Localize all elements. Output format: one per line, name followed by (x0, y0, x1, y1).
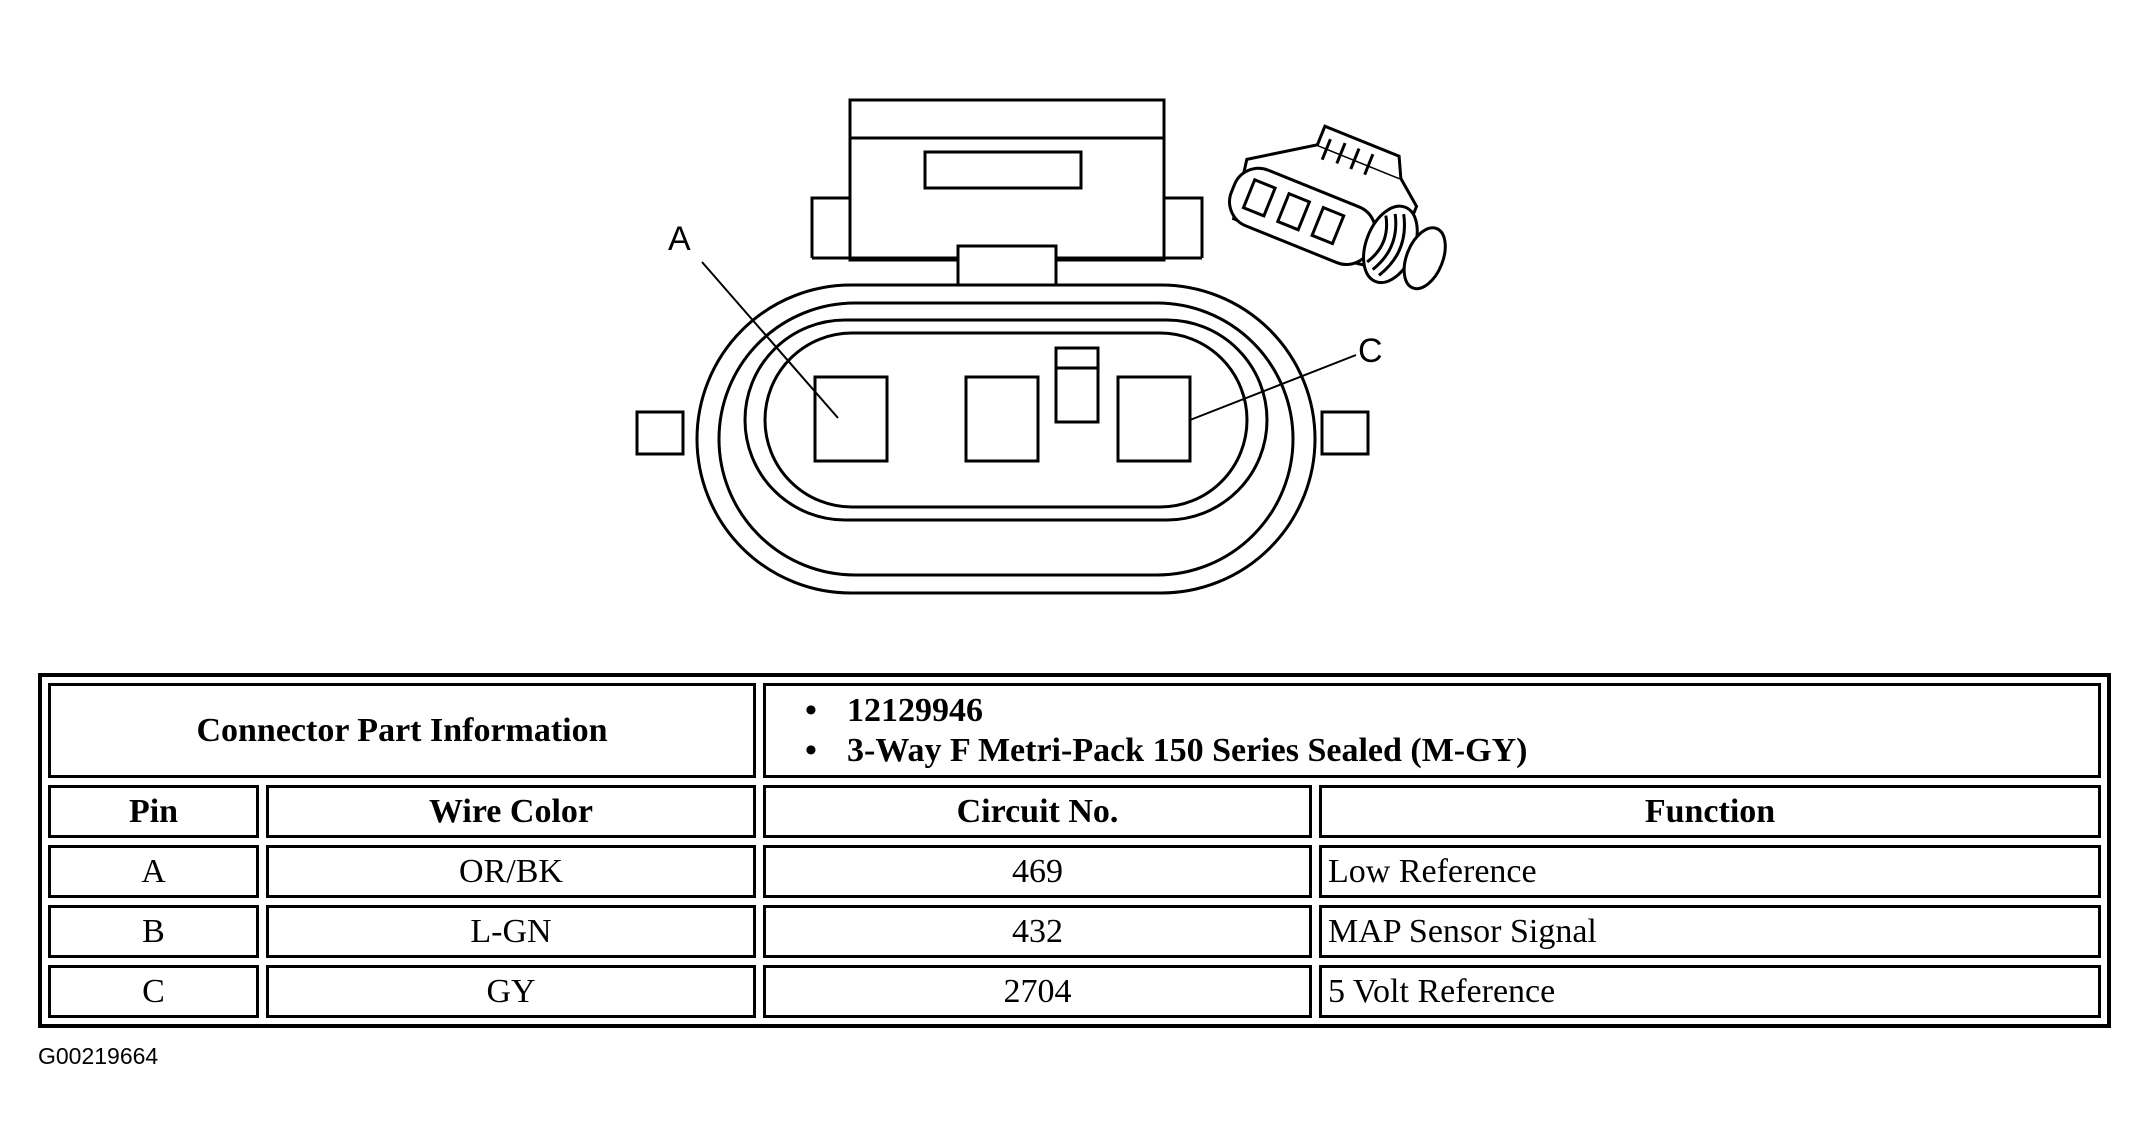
table-row: B L-GN 432 MAP Sensor Signal (48, 905, 2101, 958)
cell-pin: A (48, 845, 259, 898)
cell-pin: B (48, 905, 259, 958)
cell-pin: C (48, 965, 259, 1018)
cell-function: MAP Sensor Signal (1319, 905, 2101, 958)
connector-diagram: A C (635, 98, 1447, 595)
pin-cavity-c (1116, 375, 1192, 463)
figure-id: G00219664 (38, 1043, 159, 1069)
cell-function: 5 Volt Reference (1319, 965, 2101, 1018)
pin-cavities (813, 375, 1192, 463)
connector-part-number: 12129946 (805, 691, 2092, 731)
connector-info-details: 12129946 3-Way F Metri-Pack 150 Series S… (763, 683, 2101, 778)
pin-cavity-b (964, 375, 1040, 463)
cell-wire-color: L-GN (266, 905, 756, 958)
pin-leader-lines (701, 261, 1357, 421)
pin-cavity-a (813, 375, 889, 463)
table-header-row: Pin Wire Color Circuit No. Function (48, 785, 2101, 838)
connector-description: 3-Way F Metri-Pack 150 Series Sealed (M-… (805, 731, 2092, 771)
connector-3d-illustration (1228, 124, 1447, 291)
header-pin: Pin (48, 785, 259, 838)
cell-wire-color: OR/BK (266, 845, 756, 898)
pin-label-c: C (1358, 332, 1383, 370)
table-row: C GY 2704 5 Volt Reference (48, 965, 2101, 1018)
table-row: A OR/BK 469 Low Reference (48, 845, 2101, 898)
cell-function: Low Reference (1319, 845, 2101, 898)
cell-circuit: 469 (763, 845, 1312, 898)
connector-info-row: Connector Part Information 12129946 3-Wa… (48, 683, 2101, 778)
cell-wire-color: GY (266, 965, 756, 1018)
header-circuit-no: Circuit No. (763, 785, 1312, 838)
cell-circuit: 2704 (763, 965, 1312, 1018)
header-wire-color: Wire Color (266, 785, 756, 838)
connector-info-label: Connector Part Information (48, 683, 756, 778)
header-function: Function (1319, 785, 2101, 838)
cell-circuit: 432 (763, 905, 1312, 958)
connector-table: Connector Part Information 12129946 3-Wa… (38, 673, 2111, 1028)
pin-label-a: A (668, 220, 691, 258)
